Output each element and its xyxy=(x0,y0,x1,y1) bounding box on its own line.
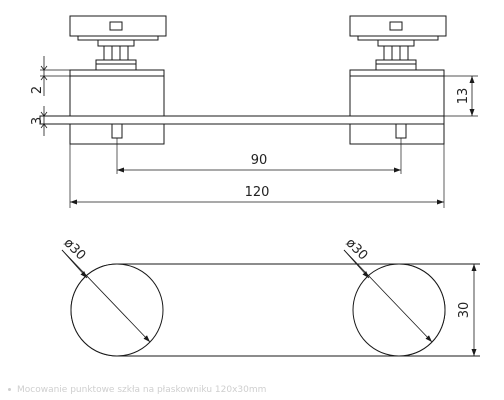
left-fitting xyxy=(69,15,167,145)
left-washer xyxy=(95,59,137,65)
right-nut xyxy=(375,63,417,71)
left-pin xyxy=(111,123,123,139)
right-bolt-head xyxy=(389,21,403,31)
side-view xyxy=(39,15,478,208)
right-washer xyxy=(375,59,417,65)
left-body-top xyxy=(69,69,165,77)
right-spindle xyxy=(377,39,415,47)
dim-90-label: 90 xyxy=(251,153,268,168)
right-pin xyxy=(395,123,407,139)
caption: Mocowanie punktowe szkła na płaskowniku … xyxy=(8,385,498,395)
left-diameter-leader xyxy=(61,249,151,343)
left-shaft xyxy=(103,45,129,61)
left-disc xyxy=(70,263,164,357)
right-diameter-leader xyxy=(343,249,433,343)
dim-13-label: 13 xyxy=(456,88,471,105)
dim-2-label: 2 xyxy=(30,86,45,94)
flat-bar xyxy=(39,115,445,125)
right-collar xyxy=(357,35,439,41)
left-nut xyxy=(95,63,137,71)
right-fitting xyxy=(349,15,447,145)
left-bolt-head xyxy=(109,21,123,31)
left-collar xyxy=(77,35,159,41)
caption-text: Mocowanie punktowe szkła na płaskowniku … xyxy=(17,385,267,395)
right-disc xyxy=(352,263,446,357)
dia-left-label: ø30 xyxy=(61,236,89,264)
left-spindle xyxy=(97,39,135,47)
plan-view xyxy=(61,249,480,357)
dia-right-label: ø30 xyxy=(343,236,371,264)
dim-120-label: 120 xyxy=(245,185,270,200)
right-body-top xyxy=(349,69,445,77)
right-shaft xyxy=(383,45,409,61)
bullet-icon xyxy=(8,388,11,391)
dim-3-label: 3 xyxy=(30,117,45,125)
dim-30-label: 30 xyxy=(457,302,472,319)
